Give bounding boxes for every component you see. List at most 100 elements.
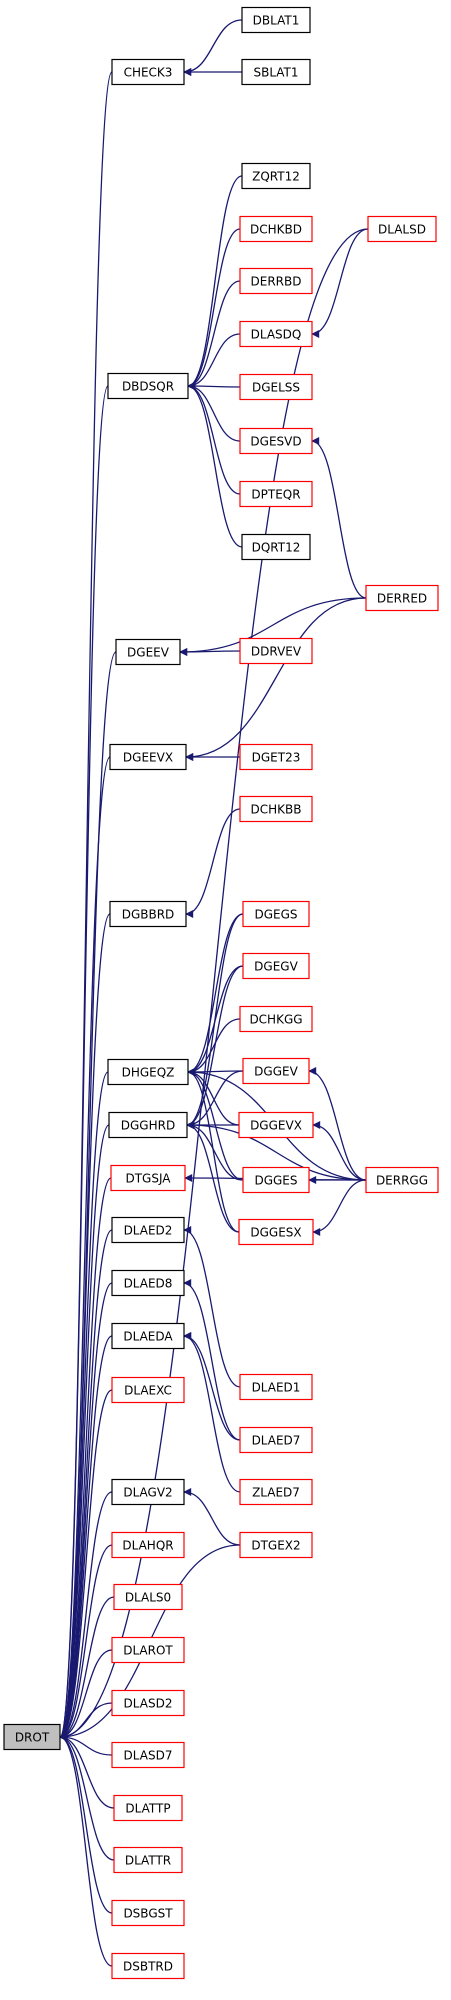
- node-label: DLASD7: [124, 1749, 173, 1763]
- node-sblat1[interactable]: SBLAT1: [241, 58, 311, 86]
- node-dgges[interactable]: DGGES: [242, 1166, 310, 1194]
- node-dgbbrd[interactable]: DGBBRD: [109, 900, 187, 928]
- node-dblat1[interactable]: DBLAT1: [241, 6, 311, 34]
- node-dlalsd[interactable]: DLALSD: [367, 215, 437, 243]
- node-label: DLAROT: [123, 1644, 173, 1658]
- node-dlahqr[interactable]: DLAHQR: [111, 1531, 185, 1559]
- edge-dchkbd-to-dbdsqr: [187, 228, 241, 390]
- node-dlagv2[interactable]: DLAGV2: [111, 1478, 185, 1506]
- node-dtgsja[interactable]: DTGSJA: [110, 1164, 186, 1192]
- node-dchkbb[interactable]: DCHKBB: [239, 795, 313, 823]
- node-box: [111, 1322, 185, 1350]
- edge-path: [59, 385, 109, 1741]
- node-box: [109, 900, 187, 928]
- node-dgghrd[interactable]: DGGHRD: [108, 1111, 188, 1139]
- edge-path: [187, 382, 243, 548]
- node-box: [242, 952, 310, 980]
- edge-dpteqr-to-dbdsqr: [187, 382, 241, 495]
- node-label: DLAEDA: [123, 1330, 173, 1344]
- node-dgegs[interactable]: DGEGS: [242, 900, 310, 928]
- node-dlasd2[interactable]: DLASD2: [111, 1689, 185, 1717]
- node-dlaed2[interactable]: DLAED2: [111, 1216, 185, 1244]
- node-dgegv[interactable]: DGEGV: [242, 952, 310, 980]
- node-dchkbd[interactable]: DCHKBD: [239, 215, 313, 243]
- edge-path: [59, 1124, 110, 1741]
- node-label: DROT: [15, 1731, 50, 1745]
- node-box: [239, 1005, 313, 1033]
- node-dgelss[interactable]: DGELSS: [239, 373, 313, 401]
- edge-dtgsja-to-drot: [59, 1177, 112, 1741]
- node-label: DLASDQ: [251, 328, 302, 342]
- node-dlattr[interactable]: DLATTR: [113, 1846, 183, 1874]
- node-dpteqr[interactable]: DPTEQR: [239, 480, 313, 508]
- node-dlaed7[interactable]: DLAED7: [239, 1426, 313, 1454]
- node-label: DERRGG: [376, 1174, 428, 1188]
- node-dgeev[interactable]: DGEEV: [115, 638, 181, 666]
- node-dlaed1[interactable]: DLAED1: [239, 1373, 313, 1401]
- edge-zqrt12-to-dbdsqr: [187, 175, 243, 390]
- node-dgesvd[interactable]: DGESVD: [239, 427, 313, 455]
- node-ddrvev[interactable]: DDRVEV: [239, 637, 313, 665]
- node-box: [242, 1057, 310, 1085]
- node-dlals0[interactable]: DLALS0: [113, 1583, 183, 1611]
- node-dchkgg[interactable]: DCHKGG: [239, 1005, 313, 1033]
- node-dlattp[interactable]: DLATTP: [113, 1794, 183, 1822]
- edge-path: [183, 1332, 241, 1441]
- edge-dggevx-to-dhgeqz: [187, 1068, 240, 1126]
- node-zlaed7[interactable]: ZLAED7: [239, 1478, 313, 1506]
- node-dsbgst[interactable]: DSBGST: [111, 1899, 185, 1927]
- node-derrbd[interactable]: DERRBD: [239, 267, 313, 295]
- node-label: DTGEX2: [251, 1539, 300, 1553]
- node-dget23[interactable]: DGET23: [239, 743, 313, 771]
- node-dlasdq[interactable]: DLASDQ: [239, 320, 313, 348]
- node-check3[interactable]: CHECK3: [111, 58, 185, 86]
- edge-path: [311, 437, 367, 599]
- edge-path: [185, 597, 367, 761]
- node-dhgeqz[interactable]: DHGEQZ: [107, 1058, 189, 1086]
- node-dqrt12[interactable]: DQRT12: [241, 533, 311, 561]
- edge-derred-to-dgeev: [179, 597, 367, 656]
- node-dlasd7[interactable]: DLASD7: [111, 1741, 185, 1769]
- edge-dlaed7-to-dlaeda: [183, 1332, 241, 1441]
- node-dbdsqr[interactable]: DBDSQR: [107, 372, 189, 400]
- node-label: DGGES: [254, 1174, 297, 1188]
- node-label: DTGSJA: [125, 1172, 171, 1186]
- node-box: [111, 1899, 185, 1927]
- edge-path: [59, 1389, 113, 1741]
- edge-dgges-to-dhgeqz: [187, 1068, 244, 1181]
- node-dlaeda[interactable]: DLAEDA: [111, 1322, 185, 1350]
- edge-dlattp-to-drot: [59, 1733, 115, 1809]
- node-dggevx[interactable]: DGGEVX: [238, 1111, 314, 1139]
- edge-path: [312, 1179, 367, 1236]
- edge-dqrt12-to-dbdsqr: [187, 382, 243, 548]
- node-label: DGGEVX: [250, 1119, 302, 1133]
- node-dsbtrd[interactable]: DSBTRD: [111, 1952, 185, 1980]
- node-box: [107, 1058, 189, 1086]
- node-dlarot[interactable]: DLAROT: [111, 1636, 185, 1664]
- node-dgeevx[interactable]: DGEEVX: [109, 743, 187, 771]
- node-label: ZQRT12: [252, 170, 300, 184]
- edge-derrbd-to-dbdsqr: [187, 280, 241, 390]
- edge-path: [187, 382, 241, 391]
- node-label: DLAED2: [124, 1224, 173, 1238]
- node-dlaexc[interactable]: DLAEXC: [111, 1376, 185, 1404]
- node-label: DLAGV2: [123, 1486, 172, 1500]
- node-label: DBDSQR: [122, 380, 174, 394]
- node-zqrt12[interactable]: ZQRT12: [241, 162, 311, 190]
- node-box: [239, 637, 313, 665]
- node-dlaed8[interactable]: DLAED8: [111, 1269, 185, 1297]
- edge-path: [183, 19, 243, 76]
- node-dggev[interactable]: DGGEV: [242, 1057, 310, 1085]
- node-box: [111, 1376, 185, 1404]
- edge-dchkgg-to-dhgeqz: [187, 1018, 241, 1076]
- node-derred[interactable]: DERRED: [365, 584, 439, 612]
- node-label: DCHKBB: [251, 803, 302, 817]
- node-dtgex2[interactable]: DTGEX2: [239, 1531, 313, 1559]
- edge-dsbgst-to-drot: [59, 1733, 113, 1914]
- node-box: [113, 1794, 183, 1822]
- edge-derrgg-to-dggev: [308, 1067, 367, 1181]
- node-derrgg[interactable]: DERRGG: [365, 1166, 439, 1194]
- edge-layer: [59, 19, 369, 1967]
- node-dggesx[interactable]: DGGESX: [238, 1218, 314, 1246]
- node-box: [239, 320, 313, 348]
